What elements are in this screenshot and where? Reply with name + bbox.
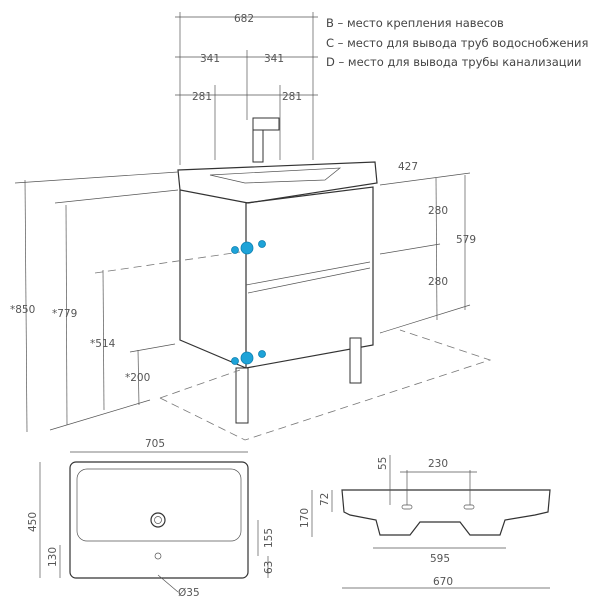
- dim-upper-280: 280: [428, 205, 448, 217]
- dim-height-514: *514: [90, 338, 116, 350]
- floor-outline: [159, 329, 492, 441]
- dim-side-595: 595: [430, 553, 450, 565]
- dim-side-72: 72: [319, 493, 331, 506]
- dim-height-779: *779: [52, 308, 77, 320]
- basin-profile: [341, 489, 551, 536]
- front-leg: [235, 367, 249, 424]
- mount-slot-right: [463, 504, 475, 510]
- dim-half-right: 341: [264, 53, 284, 65]
- back-leg: [349, 337, 362, 384]
- dim-width-total: 682: [234, 13, 254, 25]
- faucet: [252, 117, 280, 163]
- dim-half-left: 341: [200, 53, 220, 65]
- vanity-perspective: *850 *779 *514 *200 427 280 280 579: [10, 117, 492, 441]
- top-view: 705 450 130 155 63 Ø35: [27, 438, 275, 599]
- drain-hole: [150, 512, 166, 528]
- dim-side-230: 230: [428, 458, 448, 470]
- basin-bowl: [209, 167, 342, 184]
- dim-height-200: *200: [125, 372, 150, 384]
- dim-top-63: 63: [263, 561, 275, 574]
- connection-markers-lower: [231, 350, 266, 365]
- basin-outline: [69, 461, 249, 579]
- side-profile: 230 55 72 170 595 670: [299, 455, 551, 589]
- dim-height-850: *850: [10, 304, 35, 316]
- mount-slot-left: [401, 504, 413, 510]
- dim-top-155: 155: [263, 528, 275, 548]
- dim-side-55: 55: [377, 457, 389, 470]
- dim-hole-diameter: Ø35: [178, 587, 200, 599]
- dim-side-670: 670: [433, 576, 453, 588]
- legend-item-b: B – место крепления навесов: [326, 16, 504, 30]
- dim-top-width-705: 705: [145, 438, 165, 450]
- dim-top-130: 130: [47, 547, 59, 567]
- dim-side-170: 170: [299, 508, 311, 528]
- cabinet-side: [179, 190, 247, 369]
- legend-item-d: D – место для вывода трубы канализации: [326, 55, 582, 69]
- dim-top-depth-450: 450: [27, 512, 39, 532]
- legend-item-c: C – место для вывода труб водоснобжения: [326, 36, 588, 50]
- drawer-divider: [245, 261, 371, 294]
- connection-markers-upper: [231, 240, 266, 255]
- dim-offset-left: 281: [192, 91, 212, 103]
- basin-bowl-outline: [76, 468, 242, 542]
- dim-height-579: 579: [456, 234, 476, 246]
- faucet-hole: [154, 552, 162, 560]
- cabinet-front: [245, 186, 374, 369]
- top-dimensions: 682 341 341 281 281: [175, 12, 318, 165]
- dim-offset-right: 281: [282, 91, 302, 103]
- dim-lower-280: 280: [428, 276, 448, 288]
- basin-top: [177, 161, 378, 204]
- legend: B – место крепления навесов C – место дл…: [326, 16, 588, 69]
- dim-depth-427: 427: [398, 161, 418, 173]
